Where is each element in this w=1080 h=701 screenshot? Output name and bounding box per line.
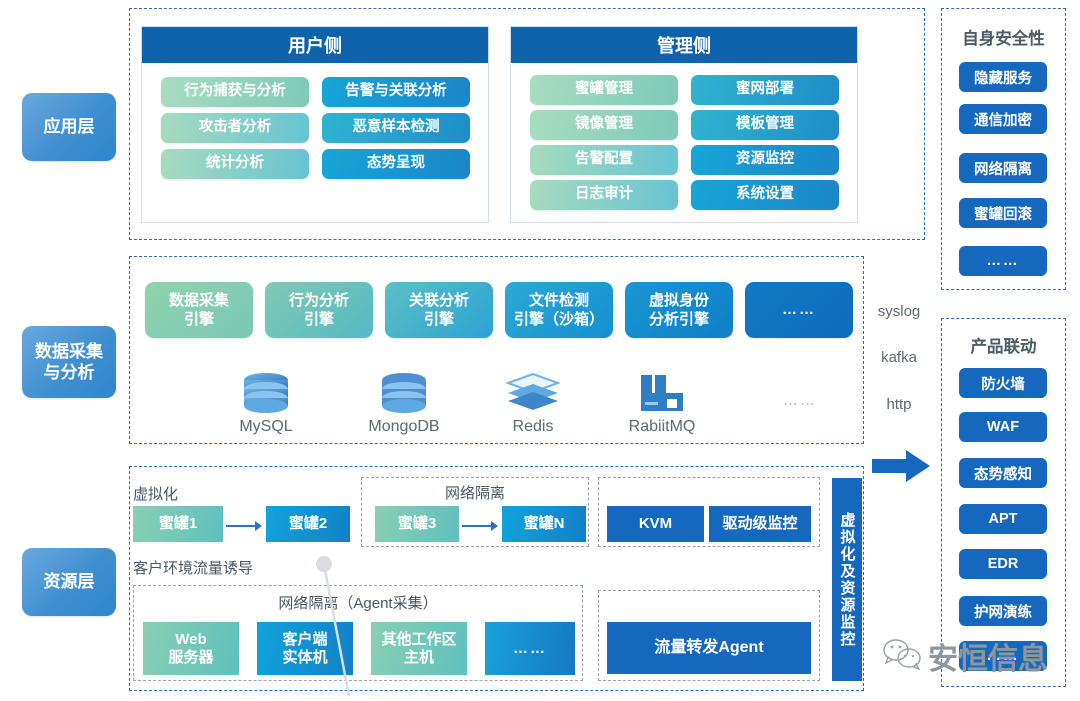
- driver-monitor-box[interactable]: 驱动级监控: [709, 506, 811, 542]
- layer-pill-resource: 资源层: [22, 548, 116, 616]
- forward-agent-box[interactable]: 流量转发Agent: [607, 622, 811, 674]
- agent-isolation-title: 网络隔离（Agent采集）: [278, 595, 438, 612]
- engine-virtual-identity-analysis[interactable]: 虚拟身份 分析引擎: [625, 282, 733, 338]
- panel-user-side: 用户侧 行为捕获与分析 攻击者分析 统计分析 告警与关联分析 恶意样本检测 态势…: [141, 26, 489, 223]
- engine-file-detection-sandbox[interactable]: 文件检测 引擎（沙箱）: [505, 282, 613, 338]
- honeypot-arrow-1: [226, 521, 264, 531]
- traffic-induction-label: 客户环境流量诱导: [133, 560, 254, 577]
- database-icon-svg: [382, 373, 426, 413]
- sidebar-security-item-more[interactable]: ……: [959, 246, 1047, 276]
- panel-title-user-side: 用户侧: [142, 27, 488, 63]
- layer-pill-data-collection: 数据采集 与分析: [22, 326, 116, 398]
- honeypot-1[interactable]: 蜜罐1: [133, 506, 223, 542]
- network-isolation-title: 网络隔离: [444, 485, 505, 502]
- honeypot-arrow-2: [462, 521, 500, 531]
- protocol-kafka: kafka: [881, 349, 917, 366]
- flow-arrow-svg: [872, 450, 930, 482]
- honeypot-2[interactable]: 蜜罐2: [266, 506, 350, 542]
- sidebar-security-title: 自身安全性: [962, 30, 1045, 48]
- watermark: 安恒信息: [882, 632, 1072, 680]
- chip-statistics-analysis[interactable]: 统计分析: [161, 149, 309, 179]
- watermark-text: 安恒信息: [928, 643, 1048, 676]
- engine-data-collection[interactable]: 数据采集 引擎: [145, 282, 253, 338]
- sidebar-linkage-item-more[interactable]: ……: [959, 641, 1047, 671]
- callout-line: [315, 556, 355, 697]
- stack-icon-svg: [506, 372, 560, 410]
- store-redis: Redis: [473, 372, 593, 436]
- chip-behavior-capture[interactable]: 行为捕获与分析: [161, 77, 309, 107]
- sidebar-linkage-title: 产品联动: [970, 338, 1037, 356]
- agent-box-web-server[interactable]: Web 服务器: [143, 622, 239, 675]
- chip-template-management[interactable]: 模板管理: [691, 110, 839, 140]
- sidebar-linkage-item-situation-awareness[interactable]: 态势感知: [959, 458, 1047, 488]
- chip-log-audit[interactable]: 日志审计: [530, 180, 678, 210]
- panel-title-management-side: 管理侧: [511, 27, 857, 63]
- queue-icon-svg: [641, 375, 683, 411]
- sidebar-security-item-hidden-service[interactable]: 隐藏服务: [959, 62, 1047, 92]
- database-icon-svg: [244, 373, 288, 413]
- chip-image-management[interactable]: 镜像管理: [530, 110, 678, 140]
- engine-more[interactable]: ……: [745, 282, 853, 338]
- stack-icon: [473, 372, 593, 414]
- store-label-redis: Redis: [512, 418, 554, 435]
- virtualization-resource-monitor-bar: 虚拟化及资源监控: [832, 478, 862, 681]
- agent-box-client-host[interactable]: 客户端 实体机: [257, 622, 353, 675]
- chip-honeypot-management[interactable]: 蜜罐管理: [530, 75, 678, 105]
- database-icon: [344, 372, 464, 414]
- chip-honeynet-deploy[interactable]: 蜜网部署: [691, 75, 839, 105]
- chip-attacker-analysis[interactable]: 攻击者分析: [161, 113, 309, 143]
- sidebar-linkage-item-waf[interactable]: WAF: [959, 412, 1047, 442]
- sidebar-linkage-item-apt[interactable]: APT: [959, 504, 1047, 534]
- flow-arrow-icon: [872, 448, 932, 484]
- virtualization-label: 虚拟化: [133, 486, 179, 503]
- store-label-mongodb: MongoDB: [368, 418, 440, 435]
- store-mysql: MySQL: [206, 372, 326, 436]
- store-label-mysql: MySQL: [239, 418, 293, 435]
- sidebar-linkage-item-cyber-drill[interactable]: 护网演练: [959, 596, 1047, 626]
- engine-correlation-analysis[interactable]: 关联分析 引擎: [385, 282, 493, 338]
- chip-resource-monitor[interactable]: 资源监控: [691, 145, 839, 175]
- honeypot-3[interactable]: 蜜罐3: [375, 506, 459, 542]
- chip-alert-correlation[interactable]: 告警与关联分析: [322, 77, 470, 107]
- agent-box-other-workstation[interactable]: 其他工作区 主机: [371, 622, 467, 675]
- protocol-syslog: syslog: [877, 303, 921, 320]
- sidebar-security-item-network-isolation[interactable]: 网络隔离: [959, 153, 1047, 183]
- protocol-http: http: [886, 396, 912, 413]
- store-rabbitmq: RabiitMQ: [602, 372, 722, 436]
- layer-label-data-collection: 数据采集 与分析: [35, 341, 103, 382]
- panel-management-side: 管理侧 蜜罐管理 镜像管理 告警配置 日志审计 蜜网部署 模板管理 资源监控 系…: [510, 26, 858, 223]
- layer-label-application: 应用层: [43, 117, 95, 137]
- wechat-icon: [882, 638, 922, 675]
- layer-pill-application: 应用层: [22, 93, 116, 161]
- sidebar-security-item-comm-encryption[interactable]: 通信加密: [959, 104, 1047, 134]
- kvm-box[interactable]: KVM: [607, 506, 704, 542]
- chip-alert-config[interactable]: 告警配置: [530, 145, 678, 175]
- sidebar-linkage-item-firewall[interactable]: 防火墙: [959, 368, 1047, 398]
- sidebar-security-item-honeypot-rollback[interactable]: 蜜罐回滚: [959, 198, 1047, 228]
- store-more-dots: ……: [783, 392, 817, 409]
- queue-icon: [602, 372, 722, 414]
- store-label-rabbitmq: RabiitMQ: [628, 418, 696, 435]
- chip-malware-detection[interactable]: 恶意样本检测: [322, 113, 470, 143]
- agent-box-more[interactable]: ……: [485, 622, 575, 675]
- sidebar-security-container: [941, 8, 1066, 290]
- layer-label-resource: 资源层: [43, 572, 95, 592]
- chip-situation-display[interactable]: 态势呈现: [322, 149, 470, 179]
- callout-line-svg: [316, 556, 351, 697]
- engine-behavior-analysis[interactable]: 行为分析 引擎: [265, 282, 373, 338]
- store-mongodb: MongoDB: [344, 372, 464, 436]
- chip-system-settings[interactable]: 系统设置: [691, 180, 839, 210]
- database-icon: [206, 372, 326, 414]
- wechat-icon-svg: [883, 638, 921, 670]
- honeypot-n[interactable]: 蜜罐N: [502, 506, 586, 542]
- sidebar-linkage-item-edr[interactable]: EDR: [959, 549, 1047, 579]
